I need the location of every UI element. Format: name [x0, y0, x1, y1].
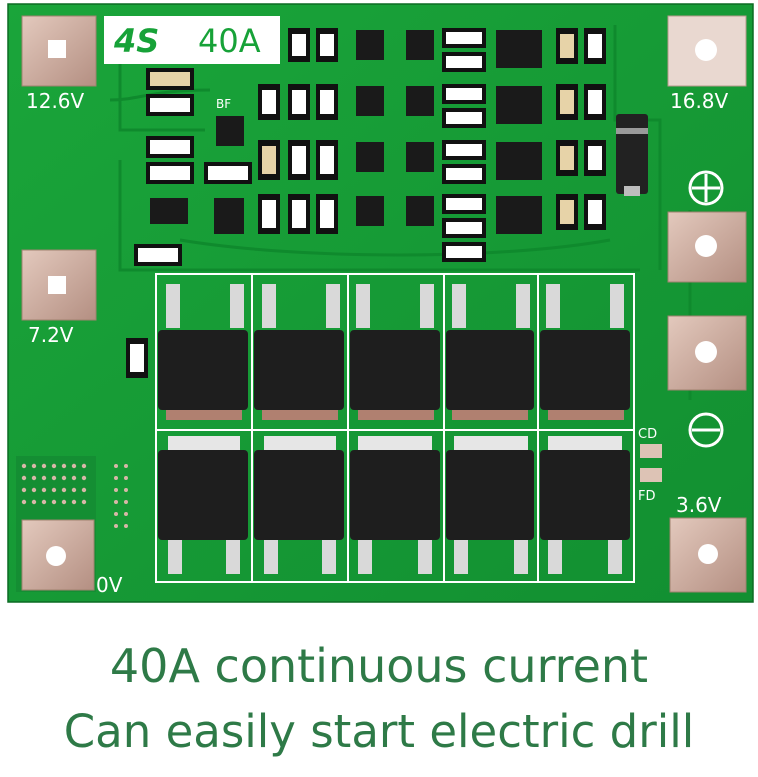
pad-b2 — [21, 249, 97, 321]
minus-symbol — [688, 412, 724, 448]
diode — [616, 114, 648, 196]
model-label-box — [104, 16, 280, 64]
pad-positive — [667, 211, 747, 283]
pad-label-3-6v: 3.6V — [676, 493, 722, 517]
cd-resistor — [640, 444, 662, 458]
mosfet-row-bottom — [158, 436, 630, 574]
caption-line-1: 40A continuous current — [109, 639, 649, 693]
bms-board-photo: 4S 40A 12.6V 7.2V 0V 16.8V — [7, 3, 754, 603]
pad-label-12-6v: 12.6V — [26, 89, 85, 113]
pad-b0 — [21, 519, 95, 591]
caption-line-2: Can easily start electric drill — [63, 705, 695, 758]
pad-negative — [667, 315, 747, 391]
fd-resistor — [640, 468, 662, 482]
pad-label-16-8v: 16.8V — [670, 89, 729, 113]
marking-cd: CD — [638, 427, 657, 442]
mosfet-row-top — [158, 284, 630, 420]
model-label: 4S — [113, 22, 159, 60]
via-grid-left — [21, 463, 128, 528]
pad-b-minus — [669, 517, 747, 593]
pad-label-7-2v: 7.2V — [28, 323, 74, 347]
pad-b1 — [21, 15, 97, 87]
current-label: 40A — [198, 22, 261, 60]
component-label-bf: BF — [216, 97, 231, 111]
smd-components — [126, 28, 606, 378]
mosfet-frames — [155, 273, 635, 583]
marking-fd: FD — [638, 489, 656, 504]
pad-positive-top — [667, 15, 747, 87]
plus-symbol — [688, 170, 724, 206]
pad-label-0v: 0V — [96, 573, 123, 597]
